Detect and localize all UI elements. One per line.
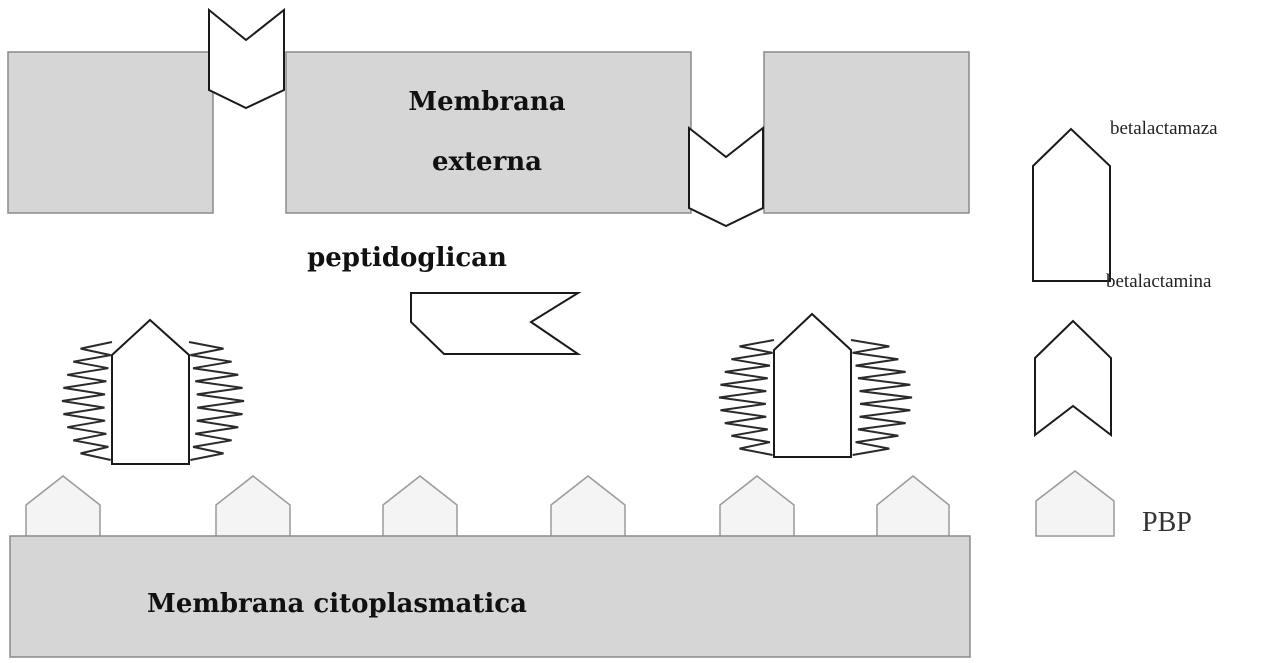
legend-betalactamase-icon: [1033, 129, 1110, 281]
legend-betalactam-icon: [1035, 321, 1111, 435]
betalactamase-enzyme-right: [719, 314, 912, 457]
pbp-protein: [720, 476, 794, 537]
betalactamase-body-right: [774, 314, 851, 457]
legend-betalactamase-label: betalactamaza: [1110, 118, 1218, 139]
pbp-protein: [216, 476, 290, 537]
outer-membrane-segment-middle: [286, 52, 691, 213]
pbp-protein: [551, 476, 625, 537]
porin-channel-left: [209, 10, 284, 108]
pbp-protein: [383, 476, 457, 537]
outer-membrane-label: Membrana: [408, 87, 565, 117]
legend-pbp-icon: [1036, 471, 1114, 536]
legend-betalactam-label: betalactamina: [1106, 271, 1212, 292]
porin-channel-right: [689, 128, 763, 226]
pbp-protein: [877, 476, 949, 537]
outer-membrane: [8, 52, 969, 213]
legend: betalactamaza betalactamina PBP: [1033, 118, 1218, 538]
outer-membrane-label-line2: externa: [432, 147, 542, 177]
pbp-protein: [26, 476, 100, 537]
cytoplasmic-membrane-label: Membrana citoplasmatica: [147, 589, 527, 619]
outer-membrane-segment-right: [764, 52, 969, 213]
betalactam-molecule: [411, 293, 578, 354]
pbp-row: [26, 476, 949, 537]
outer-membrane-segment-left: [8, 52, 213, 213]
betalactamase-enzyme-left: [62, 320, 244, 464]
legend-pbp-label: PBP: [1142, 507, 1192, 538]
peptidoglycan-label: peptidoglican: [307, 243, 507, 273]
betalactamase-body-left: [112, 320, 189, 464]
